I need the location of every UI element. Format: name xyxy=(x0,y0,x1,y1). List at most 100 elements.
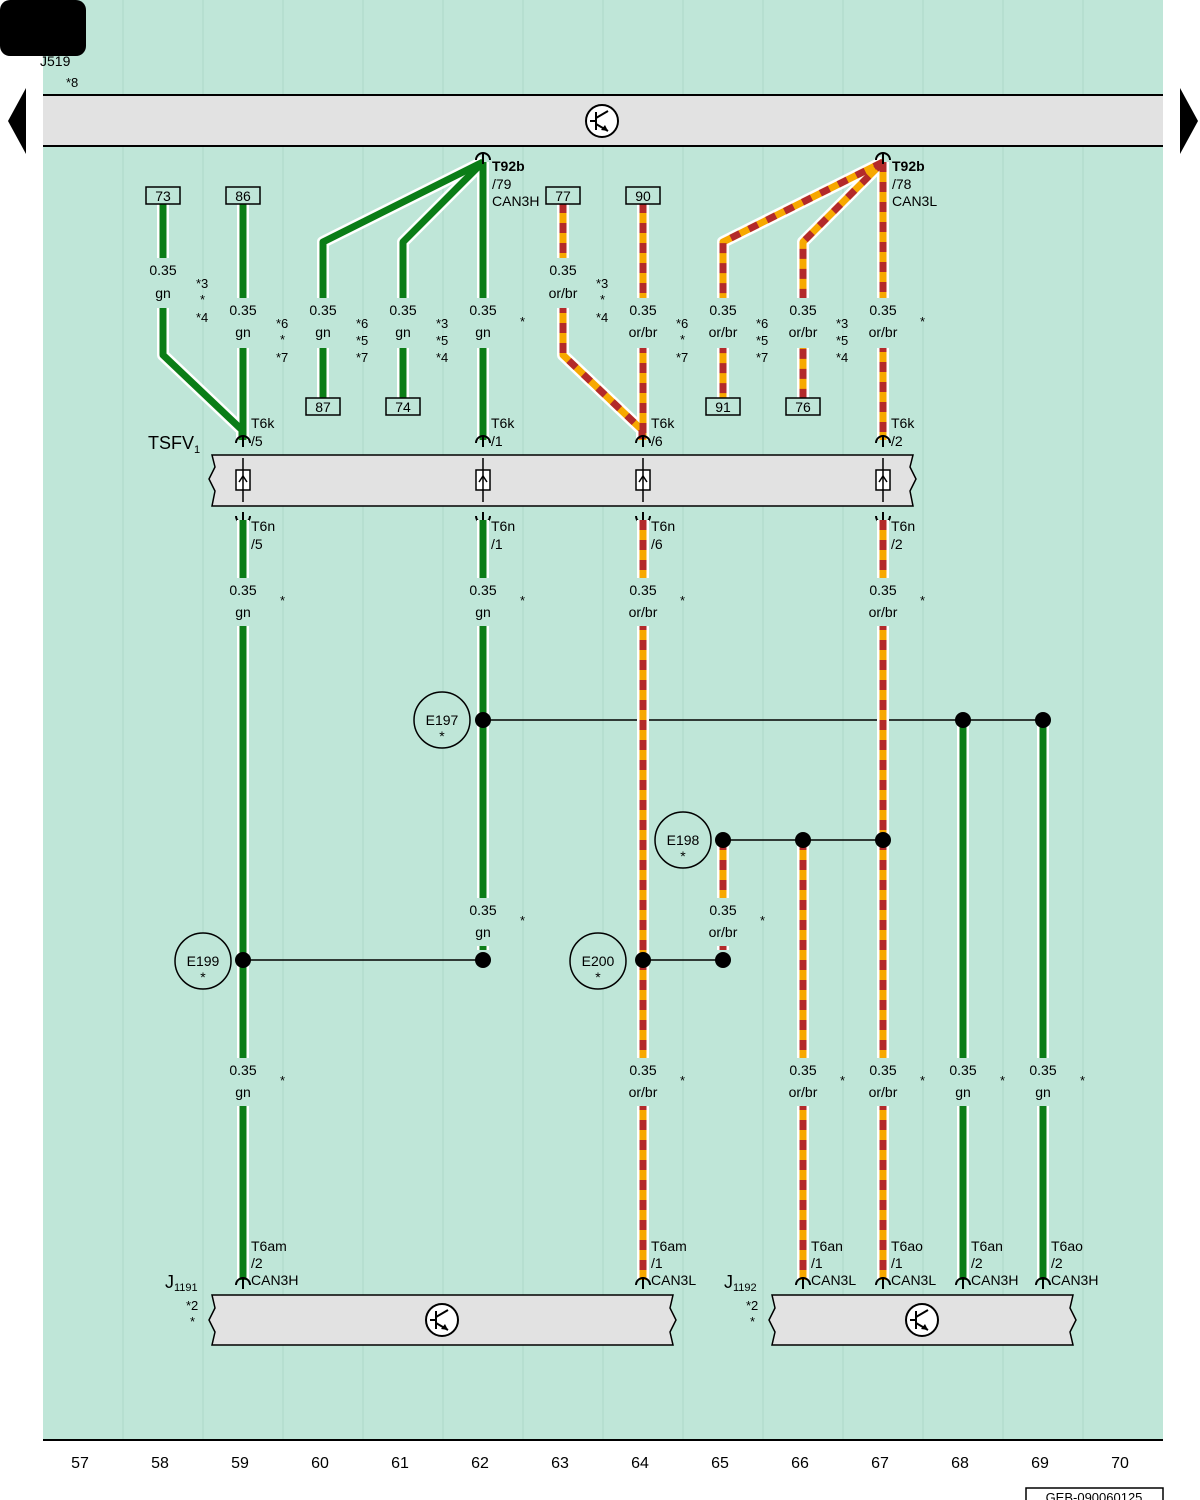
wire-size-label: 0.35 xyxy=(789,1062,816,1078)
wire-size-label: 0.35 xyxy=(709,302,736,318)
wire-color-label: or/br xyxy=(789,1084,818,1100)
wire-color-label: gn xyxy=(475,324,491,340)
wire-color-label: or/br xyxy=(709,924,738,940)
t6k-6-l2: /6 xyxy=(651,433,663,449)
wire-size-label: 0.35 xyxy=(229,582,256,598)
t6am-2-l3: CAN3H xyxy=(251,1272,298,1288)
arrow-right-icon[interactable] xyxy=(1180,88,1198,154)
wire-color-label: or/br xyxy=(629,604,658,620)
t6am-1-l2: /1 xyxy=(651,1255,663,1271)
wire-color-label: or/br xyxy=(869,324,898,340)
e200-note: * xyxy=(595,969,601,985)
e198-label: E198 xyxy=(667,832,700,848)
t92b-79-l3: CAN3H xyxy=(492,193,539,209)
doc-code: GEB-090060125 xyxy=(1046,1490,1143,1500)
e197-note: * xyxy=(439,728,445,744)
note: * xyxy=(280,1073,285,1088)
splice-dot xyxy=(715,952,731,968)
terminal-73: 73 xyxy=(155,188,171,204)
note: * xyxy=(680,1073,685,1088)
note: * xyxy=(520,593,525,608)
wire-color-label: or/br xyxy=(549,285,578,301)
note: * xyxy=(1080,1073,1085,1088)
t6an-1-l1: T6an xyxy=(811,1238,843,1254)
wire-size-label: 0.35 xyxy=(549,262,576,278)
t6n-5-l2: /5 xyxy=(251,536,263,552)
wire-size-label: 0.35 xyxy=(469,582,496,598)
tsfv-pins xyxy=(235,434,891,525)
note: *3 xyxy=(196,276,208,291)
j519-label: J519 xyxy=(40,53,71,69)
terminal-86: 86 xyxy=(235,188,251,204)
wire-color-label: gn xyxy=(1035,1084,1051,1100)
note: * xyxy=(920,593,925,608)
note: *7 xyxy=(756,350,768,365)
t6ao-1-l2: /1 xyxy=(891,1255,903,1271)
note: *7 xyxy=(676,350,688,365)
terminal-77: 77 xyxy=(555,188,571,204)
t6n-5-l1: T6n xyxy=(251,518,275,534)
wire-size-label: 0.35 xyxy=(389,302,416,318)
tsfv-label: TSFV1 xyxy=(148,433,200,456)
note: *3 xyxy=(436,316,448,331)
wire-color-label: or/br xyxy=(629,1084,658,1100)
note: *5 xyxy=(836,333,848,348)
splice-dot xyxy=(1035,712,1051,728)
splice-e198 xyxy=(654,811,712,869)
col-57: 57 xyxy=(71,1455,89,1472)
transistor-symbol-icon xyxy=(905,1303,939,1337)
col-60: 60 xyxy=(311,1455,329,1472)
note: * xyxy=(280,332,285,347)
note: * xyxy=(600,292,605,307)
t6ao-1-l3: CAN3L xyxy=(891,1272,936,1288)
j1191-label: J1191 xyxy=(165,1272,198,1294)
t6am-2-l1: T6am xyxy=(251,1238,287,1254)
note: *5 xyxy=(356,333,368,348)
note: * xyxy=(680,593,685,608)
note: *6 xyxy=(356,316,368,331)
t6an-1-l2: /1 xyxy=(811,1255,823,1271)
wire-color-label: or/br xyxy=(709,324,738,340)
col-61: 61 xyxy=(391,1455,409,1472)
col-69: 69 xyxy=(1031,1455,1049,1472)
wire-size-label: 0.35 xyxy=(149,262,176,278)
wire-size-label: 0.35 xyxy=(869,1062,896,1078)
col-66: 66 xyxy=(791,1455,809,1472)
splice-e200 xyxy=(569,932,627,990)
t92b-79-l2: /79 xyxy=(492,176,512,192)
wire-size-label: 0.35 xyxy=(469,902,496,918)
e200-label: E200 xyxy=(582,953,615,969)
wire-size-label: 0.35 xyxy=(869,582,896,598)
terminal-90: 90 xyxy=(635,188,651,204)
note: * xyxy=(840,1073,845,1088)
splice-dot xyxy=(635,952,651,968)
note: *3 xyxy=(836,316,848,331)
wire-color-label: gn xyxy=(475,924,491,940)
splice-dot xyxy=(235,952,251,968)
note: *5 xyxy=(436,333,448,348)
t92b-78-l2: /78 xyxy=(892,176,912,192)
t92b-78-l3: CAN3L xyxy=(892,193,937,209)
wire-color-label: gn xyxy=(235,604,251,620)
t92b-79-l1: T92b xyxy=(492,158,525,174)
t6ao-2-l3: CAN3H xyxy=(1051,1272,1098,1288)
wire-size-label: 0.35 xyxy=(309,302,336,318)
t6n-6-l2: /6 xyxy=(651,536,663,552)
t6k-1-l1: T6k xyxy=(491,415,515,431)
note: *5 xyxy=(756,333,768,348)
wire-color-label: gn xyxy=(155,285,171,301)
wire-color-label: gn xyxy=(235,1084,251,1100)
note: * xyxy=(920,314,925,329)
note: *7 xyxy=(356,350,368,365)
arrow-left-icon[interactable] xyxy=(8,88,26,154)
j1192-label: J1192 xyxy=(724,1272,757,1294)
wire-size-label: 0.35 xyxy=(229,302,256,318)
note: *6 xyxy=(676,316,688,331)
note: *4 xyxy=(836,350,848,365)
wire-size-label: 0.35 xyxy=(949,1062,976,1078)
transistor-symbol-icon xyxy=(425,1303,459,1337)
wire-size-label: 0.35 xyxy=(709,902,736,918)
wire-size-label: 0.35 xyxy=(229,1062,256,1078)
t6k-6-l1: T6k xyxy=(651,415,675,431)
